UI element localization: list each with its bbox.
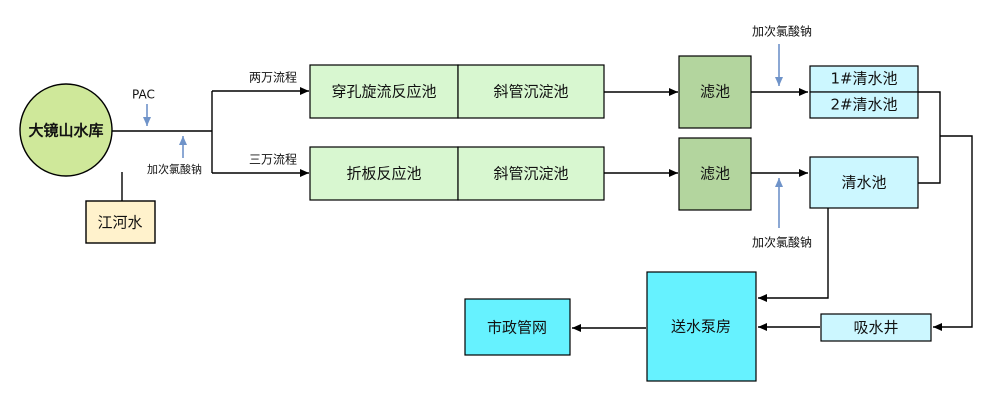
filter-b-node: 滤池 — [678, 137, 752, 211]
clear-pool-1-node: 1#清水池 — [809, 65, 919, 93]
connectors — [112, 87, 973, 328]
chlorine-top-label: 加次氯酸钠 — [752, 24, 812, 39]
clear-pool-2-node: 2#清水池 — [809, 91, 919, 119]
tank-a2-label: 斜管沉淀池 — [493, 83, 568, 101]
tank-a1-label: 穿孔旋流反应池 — [331, 83, 436, 101]
filter-a-label: 滤池 — [700, 83, 730, 101]
clear-1-label: 1#清水池 — [830, 70, 897, 88]
clear-2-label: 2#清水池 — [830, 96, 897, 114]
tank-b2-label: 斜管沉淀池 — [493, 165, 568, 183]
pump-house-node: 送水泵房 — [646, 271, 757, 382]
filter-b-label: 滤池 — [700, 165, 730, 183]
line-a-label: 两万流程 — [249, 70, 297, 85]
reservoir-node: 大镜山水库 — [19, 83, 113, 177]
suction-well-node: 吸水井 — [820, 313, 932, 342]
reservoir-label: 大镜山水库 — [28, 122, 103, 140]
dosing-arrows — [143, 44, 783, 228]
tank-row-a: 穿孔旋流反应池 斜管沉淀池 — [309, 64, 605, 119]
pump-house-label: 送水泵房 — [671, 318, 731, 336]
suction-well-label: 吸水井 — [853, 319, 898, 337]
chlorine-inlet-label: 加次氯酸钠 — [147, 162, 202, 176]
tank-row-b: 折板反应池 斜管沉淀池 — [309, 146, 605, 201]
municipal-node: 市政管网 — [464, 298, 571, 356]
clear-to-well-arrow — [918, 91, 973, 327]
line-b-label: 三万流程 — [249, 152, 297, 167]
pac-label: PAC — [132, 88, 155, 102]
jiang-he-label: 江河水 — [97, 214, 142, 232]
filter-a-node: 滤池 — [678, 55, 752, 129]
chlorine-bottom-label: 加次氯酸钠 — [752, 235, 812, 250]
tank-b1-label: 折板反应池 — [346, 165, 421, 183]
clear-3-label: 清水池 — [841, 174, 886, 192]
clear-pool-3-node: 清水池 — [809, 156, 919, 209]
municipal-label: 市政管网 — [487, 319, 547, 337]
jiang-he-node: 江河水 — [85, 200, 156, 244]
clear-to-pump-arrow — [758, 208, 829, 302]
